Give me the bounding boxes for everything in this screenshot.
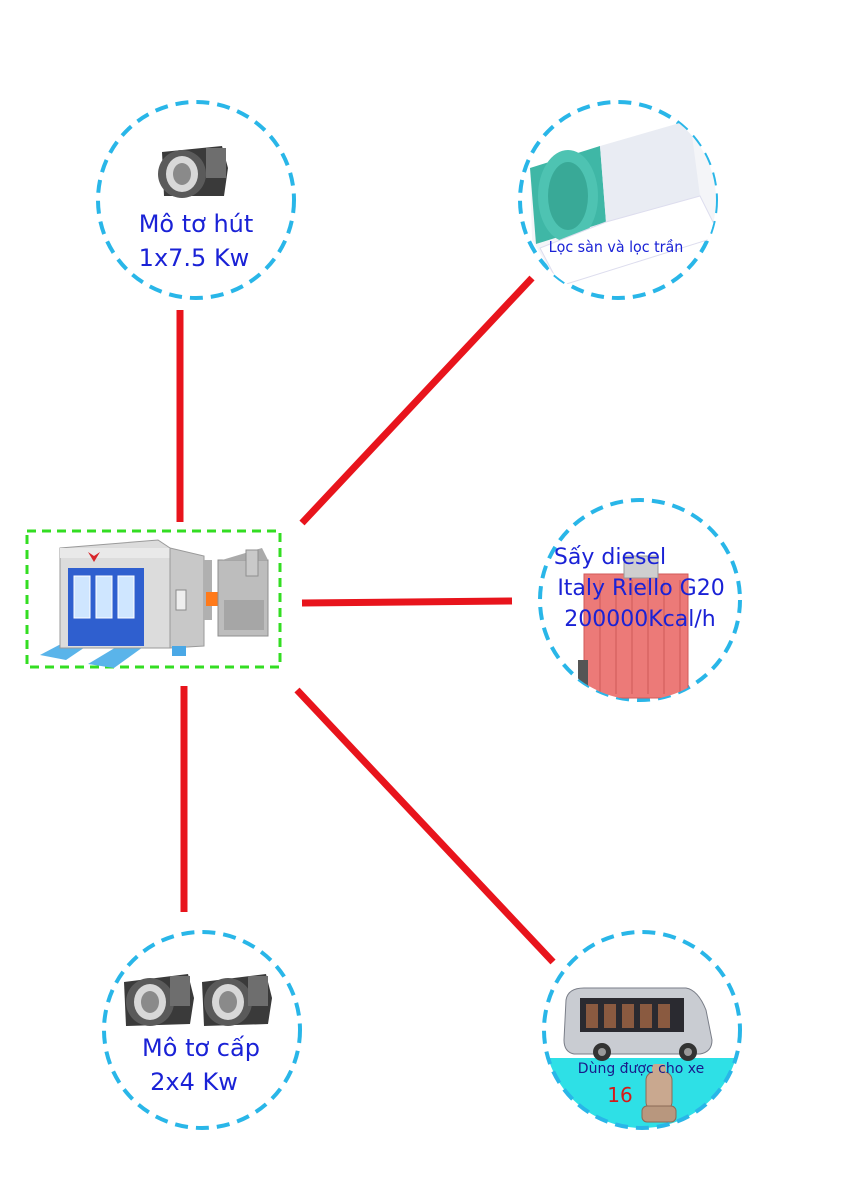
van-icon — [563, 987, 713, 1061]
connector-filter — [299, 275, 535, 526]
center-booth-frame — [25, 529, 282, 669]
blower-fan-icon — [158, 146, 228, 198]
supply-motor-label-line2: 2x4 Kw — [150, 1068, 238, 1096]
node-van: Dùng được cho xe 16 — [542, 930, 742, 1130]
blower-fan-icon — [124, 974, 194, 1026]
exhaust-motor-label-line2: 1x7.5 Kw — [139, 244, 250, 272]
seat-icon — [641, 1064, 677, 1123]
spray-booth-icon — [40, 539, 269, 668]
connector-burner — [301, 597, 513, 607]
center-booth-node — [25, 529, 282, 669]
supply-motor-label-line1: Mô tơ cấp — [142, 1034, 260, 1062]
node-supply-motor: Mô tơ cấp 2x4 Kw — [102, 930, 302, 1130]
van-seat-count: 16 — [607, 1083, 632, 1107]
node-burner: Sấy diesel Italy Riello G20 200000Kcal/h — [538, 498, 742, 702]
burner-label-line3: 200000Kcal/h — [564, 607, 715, 632]
blower-fan-icon — [202, 974, 272, 1026]
burner-label-line1: Sấy diesel — [554, 545, 666, 570]
burner-label-line2: Italy Riello G20 — [557, 576, 724, 601]
connector-van — [294, 687, 556, 965]
node-exhaust-motor-circle — [96, 100, 296, 300]
filter-label: Lọc sàn và lọc trần — [549, 237, 684, 256]
filter-roll-icon — [530, 120, 716, 287]
connectors — [176, 275, 556, 965]
node-supply-motor-circle — [102, 930, 302, 1130]
van-label: Dùng được cho xe — [578, 1061, 704, 1077]
node-filter: Lọc sàn và lọc trần — [518, 100, 718, 300]
burner-icon — [578, 555, 689, 699]
exhaust-motor-label-line1: Mô tơ hút — [139, 210, 254, 238]
node-van-circle-border — [542, 930, 742, 1130]
node-exhaust-motor: Mô tơ hút 1x7.5 Kw — [96, 100, 296, 300]
